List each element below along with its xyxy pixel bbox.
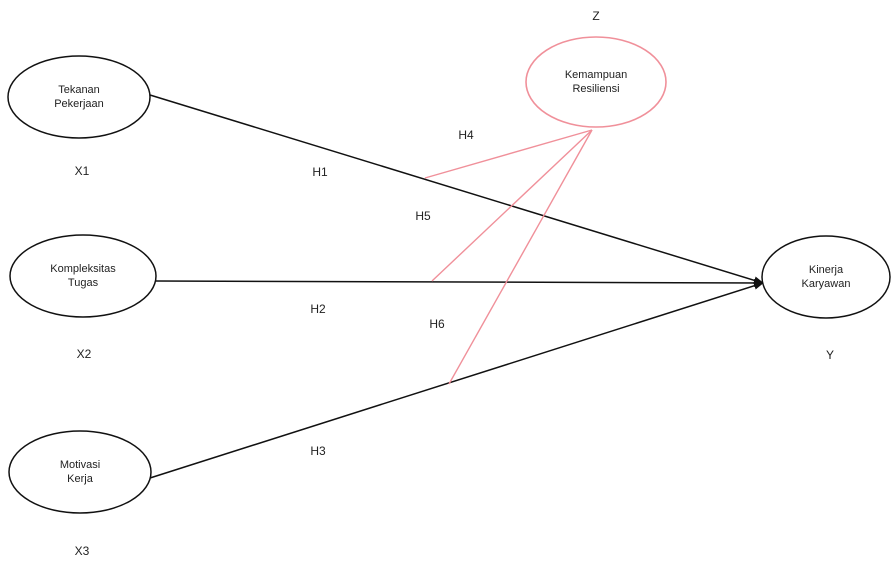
node-x2-label-line1: Kompleksitas xyxy=(50,263,116,275)
node-x2-label-line2: Tugas xyxy=(68,277,99,289)
path-h4-z-moderation xyxy=(424,129,593,179)
node-y-kinerja-karyawan: Kinerja Karyawan xyxy=(761,235,891,319)
path-h5-z-moderation xyxy=(431,129,593,282)
hypothesis-label-h6: H6 xyxy=(429,317,445,331)
path-h6-z-moderation xyxy=(448,129,593,385)
path-h1-x1-to-y xyxy=(149,94,764,285)
node-x3-code: X3 xyxy=(75,544,90,558)
node-y-label-line1: Kinerja xyxy=(809,264,844,276)
path-h3-x3-to-y xyxy=(149,281,764,479)
node-z-kemampuan-resiliensi: Kemampuan Resiliensi xyxy=(525,36,667,128)
node-x3-motivasi-kerja: Motivasi Kerja xyxy=(8,430,152,514)
node-x2-code: X2 xyxy=(77,347,92,361)
node-y-label-line2: Karyawan xyxy=(802,278,851,290)
path-h2-x2-to-y xyxy=(155,278,764,287)
node-y-code: Y xyxy=(826,348,834,362)
node-z-label-line2: Resiliensi xyxy=(572,83,619,95)
node-x3-label-line2: Kerja xyxy=(67,473,94,485)
hypothesis-label-h5: H5 xyxy=(415,209,431,223)
node-x3-label-line1: Motivasi xyxy=(60,459,100,471)
node-z-code: Z xyxy=(592,9,599,23)
node-x1-code: X1 xyxy=(75,164,90,178)
node-x1-tekanan-pekerjaan: Tekanan Pekerjaan xyxy=(7,55,151,139)
hypothesis-label-h1: H1 xyxy=(312,165,328,179)
hypothesis-label-h3: H3 xyxy=(310,444,326,458)
node-x1-label-line1: Tekanan xyxy=(58,84,100,96)
node-x1-label-line2: Pekerjaan xyxy=(54,98,104,110)
node-x2-kompleksitas-tugas: Kompleksitas Tugas xyxy=(9,234,157,318)
hypothesis-label-h2: H2 xyxy=(310,302,326,316)
node-z-label-line1: Kemampuan xyxy=(565,69,627,81)
hypothesis-label-h4: H4 xyxy=(458,128,474,142)
